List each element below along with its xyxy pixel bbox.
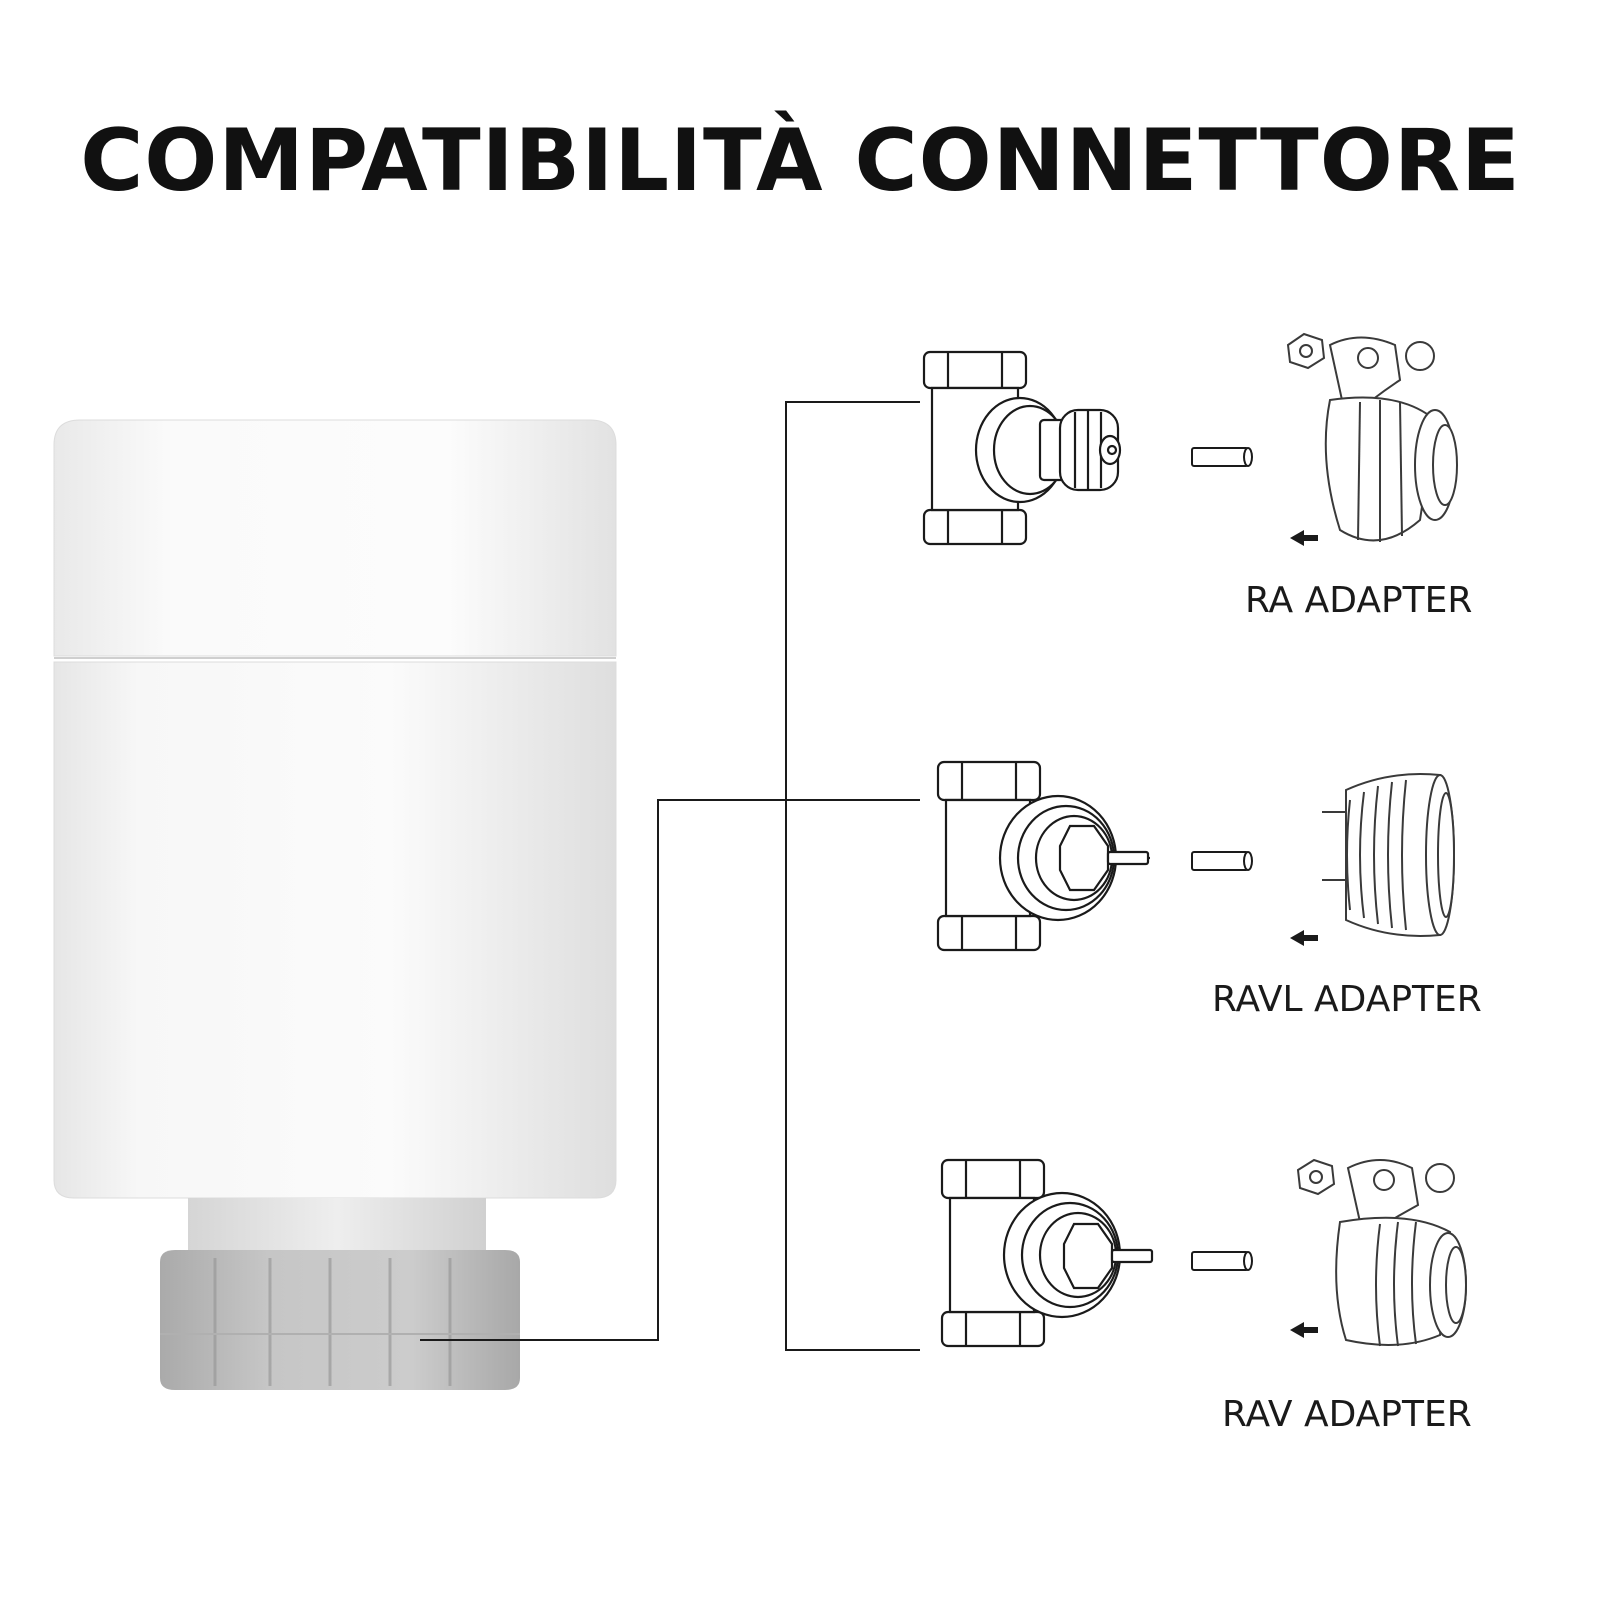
arrow-left-icon [1290, 930, 1318, 946]
adapter-rav-drawing [1296, 1158, 1467, 1347]
valve-ra [922, 350, 1122, 546]
valve-ravl [936, 760, 1150, 952]
thermostat-body [53, 661, 617, 1199]
thermostat-head [53, 419, 617, 1390]
adapter-label-ravl: RAVL ADAPTER [1212, 979, 1482, 1020]
arrow-left-icon [1290, 530, 1318, 546]
adapter-ra-drawing [1286, 332, 1458, 542]
pin-ravl [1191, 851, 1253, 871]
connector-lines [420, 401, 920, 1351]
thermostat-nut [160, 1250, 520, 1390]
pin-rav [1191, 1251, 1253, 1271]
page-title: COMPATIBILITÀ CONNETTORE [80, 111, 1521, 211]
arrow-left-icon [1290, 1322, 1318, 1338]
adapter-ravl-drawing [1322, 773, 1455, 937]
thermostat-cap [53, 419, 617, 657]
valve-rav [940, 1158, 1154, 1348]
thermostat-neck [188, 1198, 486, 1256]
adapter-label-ra: RA ADAPTER [1245, 580, 1473, 621]
adapter-label-rav: RAV ADAPTER [1222, 1394, 1472, 1435]
pin-ra [1191, 447, 1253, 467]
